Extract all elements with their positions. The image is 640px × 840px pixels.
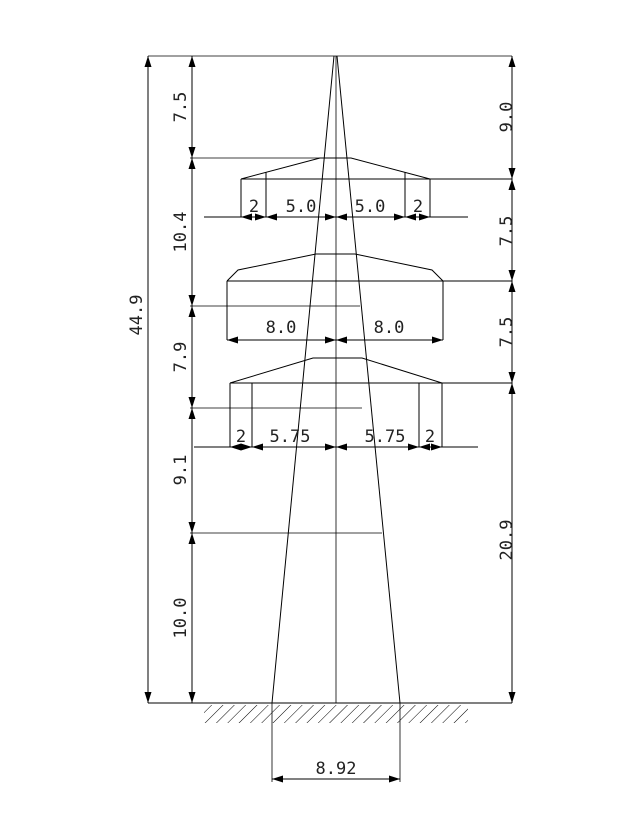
arrow-left-0-bottom [188,147,196,158]
arrow-right-2-top [508,281,516,292]
arrow-total-top [144,56,152,67]
left-dim-label-4: 9.1 [171,455,191,486]
tower-right-leg [336,55,401,704]
total-height-label: 44.9 [127,295,147,336]
arrow-right-0-top [508,56,516,67]
dimension-arrows [144,56,516,783]
left-dim-label-3: 7.9 [171,342,191,373]
arrow-left-2-top [188,306,196,317]
arrow-total-bottom [144,692,152,703]
arrow-left-3-bottom [188,522,196,533]
arrow-toparm-3-l [405,213,416,221]
arrow-midarm-1-l [336,336,347,344]
right-dim-label-2: 7.5 [497,216,517,247]
arrow-left-0-top [188,56,196,67]
top-arm-upper [240,157,431,180]
arrow-botarm-1-l [252,443,263,451]
ground-hatching [204,705,468,723]
bottom-arm-label-inner-right: 5.75 [365,427,406,447]
arrow-midarm-0-l [227,336,238,344]
left-dim-label-5: 10.0 [171,598,191,639]
top-arm-label-inner-right: 5.0 [355,197,386,217]
arrow-base-r [389,775,400,783]
tower-left-leg [271,55,335,704]
arrow-midarm-1-r [432,336,443,344]
arrow-right-2-bottom [508,372,516,383]
arrow-botarm-2-l [336,443,347,451]
arrow-botarm-2-r [408,443,419,451]
arrow-right-1-top [508,179,516,190]
arrow-left-4-bottom [188,692,196,703]
arrow-left-1-top [188,158,196,169]
base-width-label: 8.92 [316,759,357,779]
bottom-arm-label-outer-right: 2 [425,427,435,447]
right-dim-label-1: 9.0 [497,102,517,133]
arrow-botarm-3-l [419,443,430,451]
arrow-left-2-bottom [188,397,196,408]
arrow-toparm-2-r [394,213,405,221]
top-arm-label-inner-left: 5.0 [286,197,317,217]
top-arm-label-outer-right: 2 [413,197,423,217]
arrow-botarm-3-r [431,443,442,451]
middle-arm-upper [226,253,444,282]
arrow-right-3-bottom [508,692,516,703]
arrow-toparm-1-r [325,213,336,221]
arrow-toparm-1-l [266,213,277,221]
right-dim-label-3: 7.5 [497,317,517,348]
arrow-right-0-bottom [508,168,516,179]
middle-arm-label-right: 8.0 [374,318,405,338]
arrow-toparm-3-r [419,213,430,221]
arrow-botarm-0-r [241,443,252,451]
left-dim-label-2: 10.4 [171,212,191,253]
bottom-arm-label-outer-left: 2 [236,427,246,447]
arrow-base-l [272,775,283,783]
arrow-left-1-bottom [188,295,196,306]
arrow-toparm-2-l [336,213,347,221]
arrow-right-3-top [508,383,516,394]
arrow-toparm-0-r [255,213,266,221]
bottom-arm-upper [229,357,443,384]
arrow-right-1-bottom [508,270,516,281]
arrow-midarm-0-r [325,336,336,344]
left-dim-label-1: 7.5 [171,92,191,123]
arrow-left-4-top [188,533,196,544]
arrow-toparm-0-l [241,213,252,221]
arrow-left-3-top [188,408,196,419]
arrow-botarm-1-r [325,443,336,451]
right-dim-label-4: 20.9 [497,520,517,561]
top-arm-label-outer-left: 2 [249,197,259,217]
bottom-arm-label-inner-left: 5.75 [270,427,311,447]
middle-arm-label-left: 8.0 [266,318,297,338]
arrow-botarm-0-l [230,443,241,451]
